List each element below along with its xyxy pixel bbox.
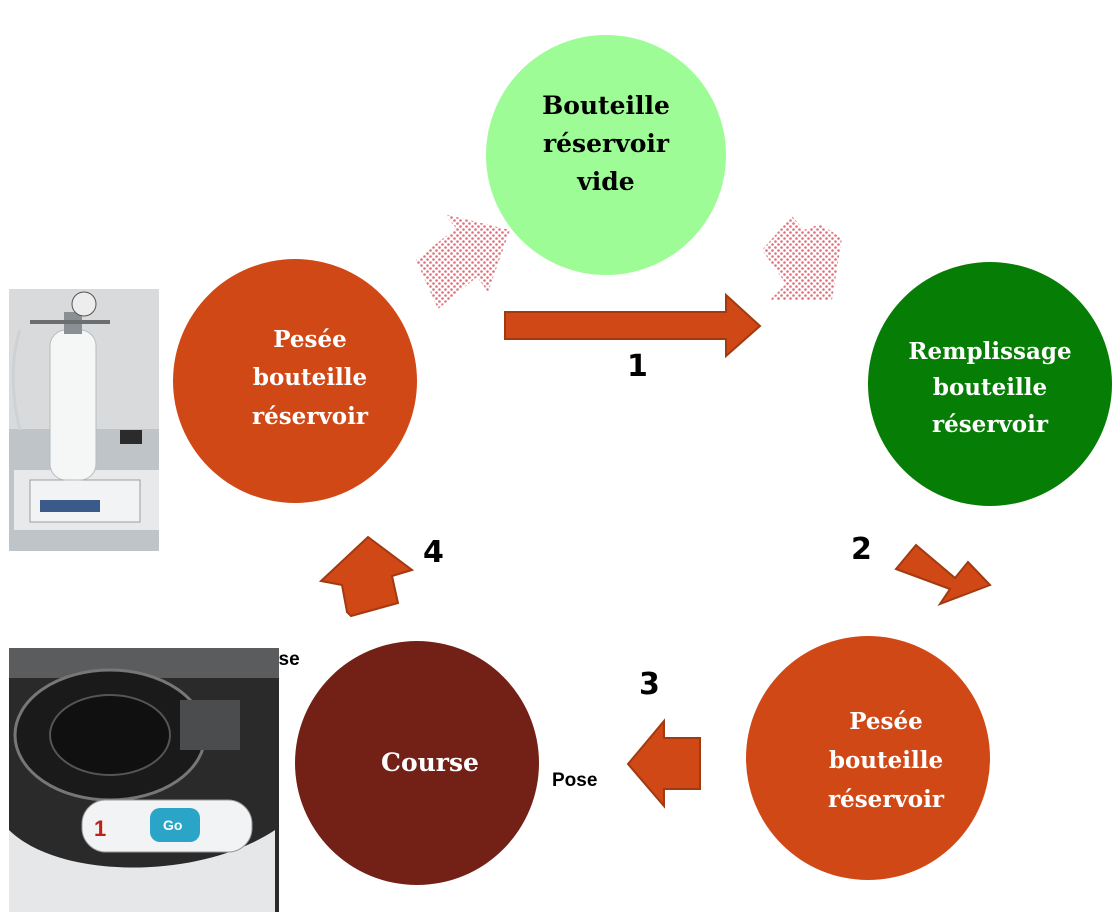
hatched-arrow-right-icon [762,216,842,300]
svg-text:bouteille: bouteille [253,364,367,391]
svg-text:bouteille: bouteille [933,374,1047,401]
svg-text:réservoir: réservoir [252,403,369,430]
step-2-number: 2 [851,532,872,567]
svg-text:Pesée: Pesée [849,708,923,735]
step-1-arrow-icon [504,292,762,359]
node-weigh-after-label: Pesée bouteille réservoir [828,708,945,813]
svg-text:réservoir: réservoir [932,411,1049,438]
svg-text:vide: vide [576,167,634,196]
node-empty-circle [486,35,726,275]
step-1-number: 1 [627,349,648,384]
annotation-pose: Pose [552,770,597,791]
step-3-arrow-icon [626,718,701,809]
node-weigh-before-label: Pesée bouteille réservoir [252,326,369,430]
svg-text:Course: Course [381,748,479,777]
node-weigh-after-circle [746,636,990,880]
node-empty-label: Bouteille réservoir vide [542,91,670,196]
svg-text:Remplissage: Remplissage [908,338,1071,365]
node-race-circle [295,641,539,885]
svg-text:Pesée: Pesée [273,326,347,353]
step-2-arrow-icon [894,543,992,607]
svg-text:Bouteille: Bouteille [542,91,670,120]
node-fill-circle [868,262,1112,506]
node-fill-label: Remplissage bouteille réservoir [908,338,1071,438]
node-race-label: Course [381,748,479,777]
svg-text:1: 1 [94,816,106,841]
node-weigh-before-circle [173,259,417,503]
vehicle-photo: Go 1 [9,648,279,912]
step-4-number: 4 [423,535,444,570]
svg-text:Go: Go [163,817,182,833]
hatched-arrow-left-icon [416,214,510,309]
step-3-number: 3 [639,667,660,702]
scale-photo [9,289,159,551]
svg-text:bouteille: bouteille [829,747,943,774]
svg-text:réservoir: réservoir [543,129,670,158]
step-4-arrow-icon [318,535,415,618]
svg-text:réservoir: réservoir [828,786,945,813]
